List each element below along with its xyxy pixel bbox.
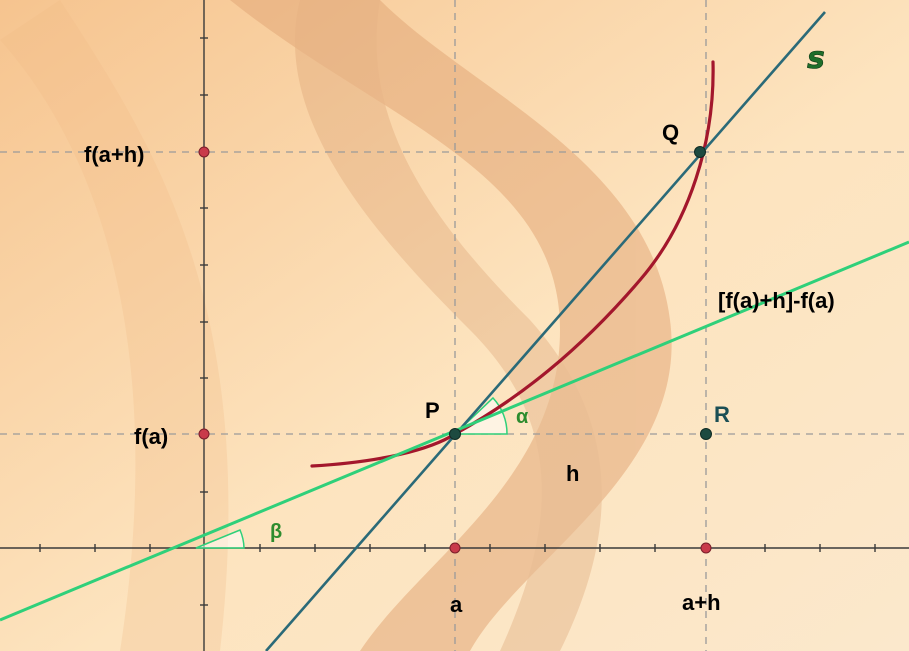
point-q (694, 146, 706, 158)
point-p-label: P (425, 398, 440, 423)
difference-label: [f(a)+h]-f(a) (718, 288, 835, 313)
point-f-a-on-y (198, 428, 210, 440)
beta-angle-sector (195, 529, 245, 549)
background-swirl (0, 0, 672, 651)
main-points (449, 146, 712, 440)
point-a-on-x (449, 542, 461, 554)
point-q-label: Q (662, 120, 679, 145)
point-p (449, 428, 461, 440)
x-label-a: a (450, 592, 463, 617)
secant-label: s (807, 41, 825, 76)
point-a-plus-h-on-x (700, 542, 712, 554)
y-axis-ticks (200, 37, 208, 606)
h-label: h (566, 461, 579, 486)
secant-line (265, 11, 826, 651)
point-f-a-plus-h-on-y (198, 146, 210, 158)
y-label-f-a-plus-h: f(a+h) (84, 142, 145, 167)
y-label-f-a: f(a) (134, 424, 168, 449)
alpha-label: α (516, 406, 529, 428)
point-r (700, 428, 712, 440)
beta-label: β (270, 521, 282, 543)
x-label-a-plus-h: a+h (682, 590, 721, 615)
x-axis-ticks (39, 544, 876, 552)
axis-points (198, 146, 712, 554)
point-r-label: R (714, 402, 730, 427)
function-curve (310, 60, 715, 468)
